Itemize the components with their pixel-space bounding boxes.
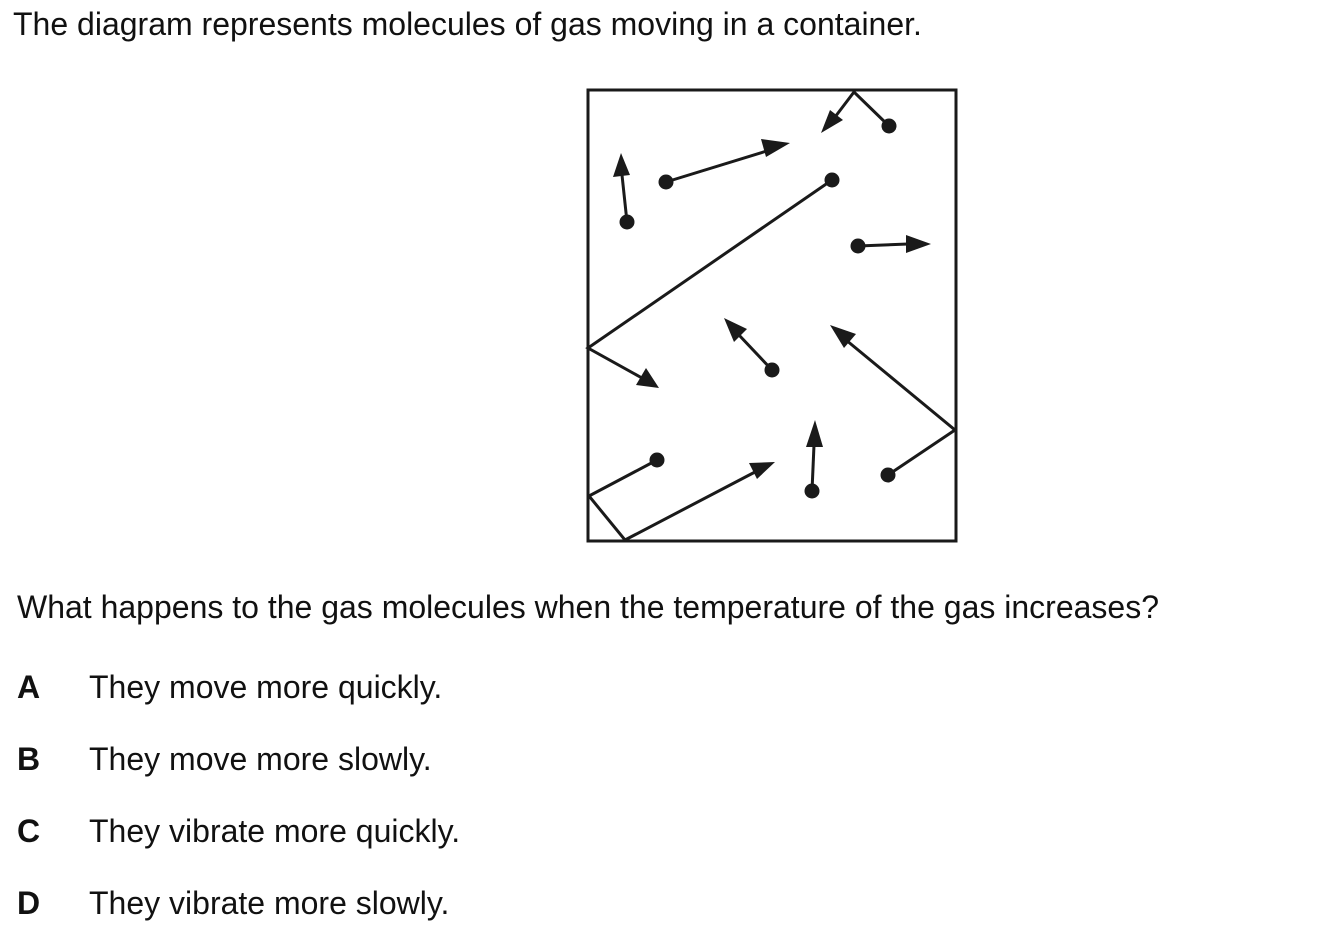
molecule-dot — [880, 467, 896, 483]
arrowhead — [806, 420, 823, 447]
molecule-dot — [658, 174, 674, 190]
option-text: They vibrate more quickly. — [89, 813, 461, 849]
arrowhead — [906, 235, 931, 253]
molecule-dot — [850, 238, 866, 254]
container-outline — [586, 88, 958, 543]
option-text: They move more slowly. — [89, 741, 432, 777]
molecule-dot — [619, 214, 635, 230]
arrowhead — [636, 368, 659, 388]
option-letter: C — [17, 813, 41, 849]
question-text: What happens to the gas molecules when t… — [17, 589, 1160, 625]
molecule-path — [810, 444, 816, 492]
molecule-path — [830, 89, 891, 128]
option-letter: B — [17, 741, 41, 777]
molecule-path — [857, 242, 909, 248]
molecule-path — [586, 458, 756, 542]
option-letter: A — [17, 669, 41, 705]
arrowhead — [613, 153, 630, 177]
arrowhead — [749, 462, 775, 479]
arrowhead — [821, 110, 843, 133]
molecule-dot — [881, 118, 897, 134]
option-letter: D — [17, 885, 41, 921]
molecule-dot — [764, 362, 780, 378]
molecule-path — [665, 148, 771, 184]
option-text: They move more quickly. — [89, 669, 443, 705]
option-text: They vibrate more slowly. — [89, 885, 450, 921]
molecule-path — [620, 174, 629, 223]
intro-text: The diagram represents molecules of gas … — [13, 6, 922, 42]
molecule-dot — [804, 483, 820, 499]
molecule-dot — [649, 452, 665, 468]
molecule-path — [585, 178, 833, 380]
arrowhead — [724, 318, 747, 342]
arrowhead — [830, 325, 856, 348]
molecule-path — [845, 338, 958, 477]
molecule-dot — [824, 172, 840, 188]
molecule-path — [736, 332, 774, 372]
arrowhead — [761, 139, 790, 157]
